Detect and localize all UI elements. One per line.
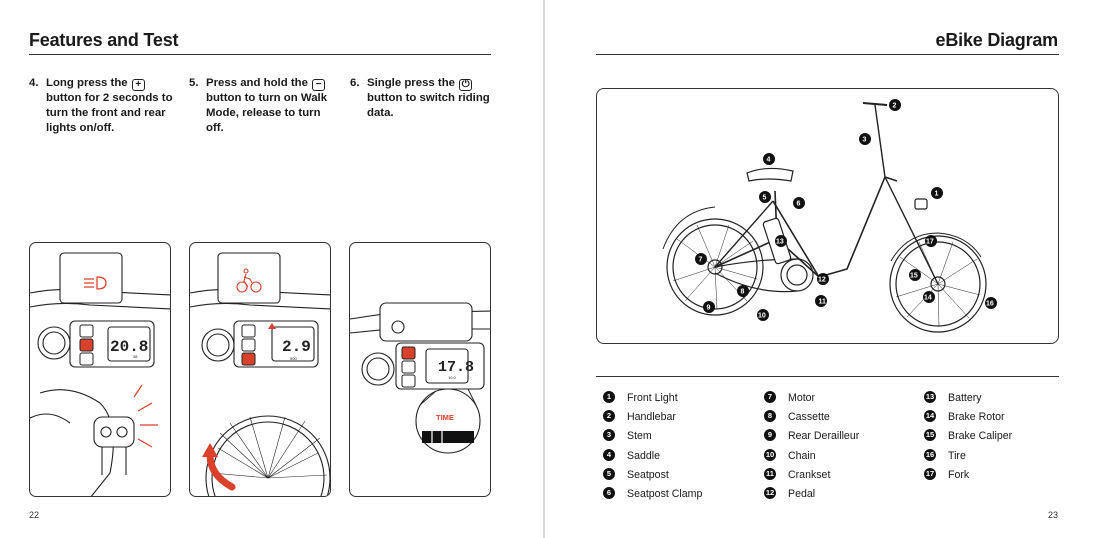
svg-text:1: 1 bbox=[935, 191, 939, 198]
panel-1-display: 20.8 bbox=[110, 338, 148, 356]
svg-text:3: 3 bbox=[863, 137, 867, 144]
svg-text:6: 6 bbox=[797, 201, 801, 208]
svg-text:14: 14 bbox=[924, 295, 932, 302]
diagram-title-rule bbox=[596, 54, 1059, 55]
plus-key-icon: + bbox=[131, 79, 145, 91]
walk-mode-icon bbox=[236, 268, 262, 293]
title-rule bbox=[29, 54, 491, 55]
svg-text:2: 2 bbox=[893, 103, 897, 110]
svg-text:10: 10 bbox=[758, 313, 766, 320]
svg-text:11: 11 bbox=[819, 299, 827, 306]
panel-2-display: 2.9 bbox=[282, 338, 311, 356]
minus-key-icon: − bbox=[312, 79, 326, 91]
svg-text:10.0: 10.0 bbox=[448, 375, 457, 380]
diagram-title: eBike Diagram bbox=[935, 30, 1059, 50]
svg-text:12: 12 bbox=[818, 277, 826, 284]
legend-rule bbox=[596, 376, 1059, 377]
svg-text:8: 8 bbox=[741, 289, 745, 296]
page-number: 22 bbox=[29, 510, 40, 520]
step-6: 6. Single press the ⏻ button to switch r… bbox=[350, 77, 490, 119]
svg-text:5: 5 bbox=[763, 195, 767, 202]
svg-text:7: 7 bbox=[699, 257, 703, 264]
illustration-switch-data: 17.8 10.0 TIME bbox=[349, 242, 491, 497]
part-callouts: 2 3 4 1 5 6 13 17 7 15 8 12 9 11 14 16 1… bbox=[695, 99, 997, 321]
svg-text:17: 17 bbox=[926, 239, 934, 246]
step-4: 4. Long press the + button for 2 seconds… bbox=[29, 77, 173, 134]
illustration-light-toggle: 20.8 38 bbox=[29, 242, 171, 497]
svg-text:15: 15 bbox=[910, 273, 918, 280]
svg-text:4: 4 bbox=[767, 157, 771, 164]
book-spine bbox=[543, 0, 545, 538]
ebike-diagram: 2 3 4 1 5 6 13 17 7 15 8 12 9 11 14 16 1… bbox=[596, 88, 1059, 344]
zoom-time-label: TIME bbox=[436, 413, 454, 422]
page-title: Features and Test bbox=[29, 30, 179, 50]
power-key-icon: ⏻ bbox=[459, 79, 473, 91]
step-5: 5. Press and hold the − button to turn o… bbox=[189, 77, 328, 134]
svg-text:16: 16 bbox=[986, 301, 994, 308]
svg-text:13: 13 bbox=[776, 239, 784, 246]
panel-3-display: 17.8 bbox=[438, 359, 474, 376]
illustration-walk-mode: 2.9 900 bbox=[189, 242, 331, 497]
svg-text:9: 9 bbox=[707, 305, 711, 312]
svg-text:38: 38 bbox=[133, 354, 138, 359]
headlight-icon bbox=[84, 276, 107, 290]
page-number-right: 23 bbox=[1048, 510, 1059, 520]
left-page: Features and Test 4. Long press the + bu… bbox=[0, 0, 544, 538]
svg-text:900: 900 bbox=[290, 356, 297, 361]
